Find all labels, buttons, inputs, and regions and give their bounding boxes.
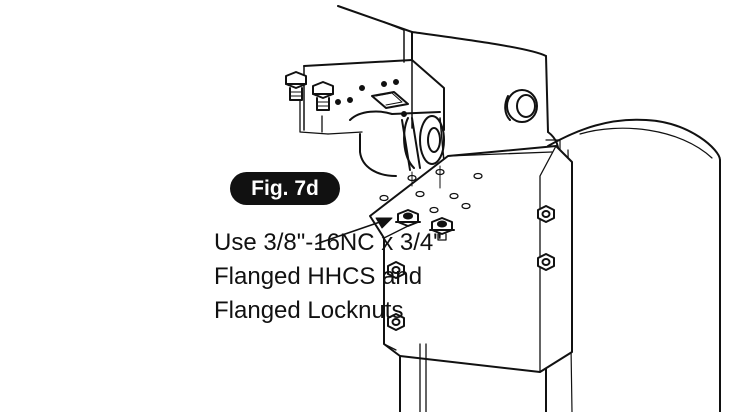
- mounting-bracket-plate: [369, 145, 573, 373]
- roller-assembly: [349, 110, 445, 177]
- bolt-leader-lines: [299, 99, 363, 135]
- figure-label-badge: Fig. 7d: [230, 172, 340, 205]
- bracket-holes: [379, 165, 483, 214]
- flanged-hhcs-bolts: [285, 71, 334, 111]
- callout-arrow: [315, 217, 393, 245]
- bracket-side-bolts: [387, 205, 555, 331]
- flanged-locknuts: [395, 209, 455, 241]
- column-boss: [504, 89, 538, 123]
- callout-line-2: Flanged HHCS and: [214, 263, 423, 290]
- upper-column: [337, 5, 560, 161]
- callout-line-1: Use 3/8"-16NC x 3/4": [214, 229, 442, 256]
- mounting-block: [303, 59, 445, 131]
- callout-line-3: Flanged Locknuts: [214, 297, 404, 324]
- inner-column: [399, 343, 427, 412]
- fastener-callout: Use 3/8"-16NC x 3/4" Flanged HHCS and Fl…: [214, 226, 442, 328]
